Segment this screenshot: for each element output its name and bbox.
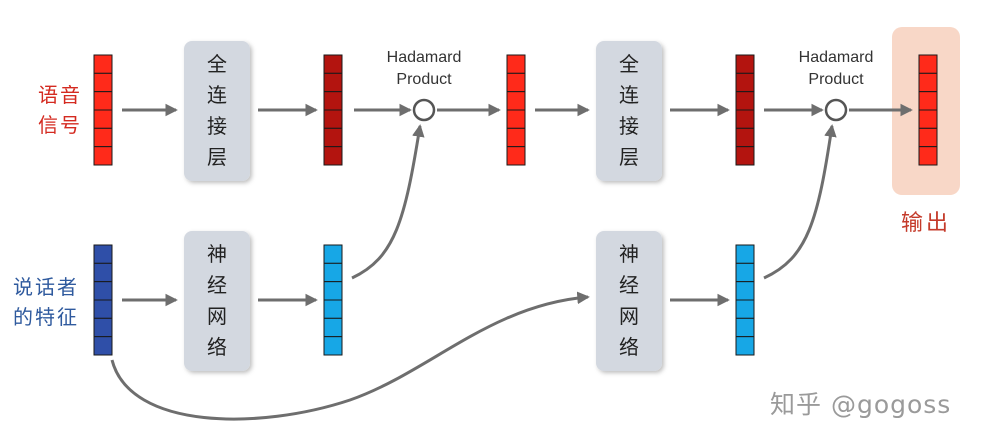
vector-cell (918, 54, 938, 74)
fc2-output-vector (735, 54, 755, 166)
fc-block-2-label: 全 连 接 层 (619, 52, 639, 169)
vector-cell (506, 127, 526, 148)
vector-cell (735, 54, 755, 74)
fc-block-1-label: 全 连 接 层 (207, 52, 227, 169)
vector-cell (735, 127, 755, 148)
vector-cell (918, 146, 938, 166)
vector-cell (93, 127, 113, 148)
nn-block-2 (596, 231, 662, 371)
vector-cell (323, 336, 343, 356)
vector-cell (735, 281, 755, 301)
fc-block-2 (596, 41, 662, 181)
vector-cell (323, 91, 343, 111)
vector-cell (506, 109, 526, 129)
nn-block-1-label: 神 经 网 络 (207, 242, 227, 359)
vector-cell (93, 91, 113, 111)
hadamard-node-2 (824, 98, 848, 122)
hadamard-node-1 (412, 98, 436, 122)
vector-cell (735, 72, 755, 93)
output-vector (918, 54, 938, 166)
vector-cell (323, 299, 343, 319)
vector-cell (323, 109, 343, 129)
vector-cell (735, 336, 755, 356)
vector-cell (323, 72, 343, 93)
speech-input-vector (93, 54, 113, 166)
speech-signal-label: 语音 信号 (38, 83, 82, 137)
vector-cell (735, 317, 755, 338)
vector-cell (323, 281, 343, 301)
vector-cell (506, 91, 526, 111)
vector-cell (735, 299, 755, 319)
vector-cell (93, 146, 113, 166)
vector-cell (506, 146, 526, 166)
vector-cell (323, 317, 343, 338)
arrow-speaker-to-nn2-curve (110, 291, 590, 421)
vector-cell (93, 317, 113, 338)
vector-cell (918, 109, 938, 129)
vector-cell (506, 54, 526, 74)
vector-cell (735, 262, 755, 283)
hadamard1-output-vector (506, 54, 526, 166)
vector-cell (323, 127, 343, 148)
vector-cell (93, 244, 113, 264)
hadamard-label-1: Hadamard Product (386, 49, 462, 88)
vector-cell (93, 72, 113, 93)
vector-cell (918, 127, 938, 148)
vector-cell (918, 72, 938, 93)
fc1-output-vector (323, 54, 343, 166)
vector-cell (506, 72, 526, 93)
vector-cell (93, 281, 113, 301)
vector-cell (93, 336, 113, 356)
vector-cell (93, 262, 113, 283)
vector-cell (93, 299, 113, 319)
watermark: 知乎 @gogoss (770, 390, 952, 419)
vector-cell (323, 146, 343, 166)
vector-cell (735, 146, 755, 166)
fc-block-1 (184, 41, 250, 181)
vector-cell (735, 91, 755, 111)
vector-cell (323, 244, 343, 264)
arrow-vec-to-hadamard1-curve (351, 124, 425, 280)
nn-block-2-label: 神 经 网 络 (619, 242, 639, 359)
speaker-input-vector (93, 244, 113, 356)
vector-cell (735, 109, 755, 129)
vector-cell (93, 109, 113, 129)
hadamard-label-2: Hadamard Product (798, 49, 874, 88)
speaker-features-label: 说话者 的特征 (13, 275, 79, 329)
output-label: 输出 (900, 211, 951, 236)
vector-cell (323, 54, 343, 74)
nn1-output-vector (323, 244, 343, 356)
vector-cell (323, 262, 343, 283)
arrow-vec-to-hadamard2-curve (763, 124, 837, 280)
vector-cell (93, 54, 113, 74)
vector-cell (918, 91, 938, 111)
vector-cell (735, 244, 755, 264)
nn2-output-vector (735, 244, 755, 356)
nn-block-1 (184, 231, 250, 371)
